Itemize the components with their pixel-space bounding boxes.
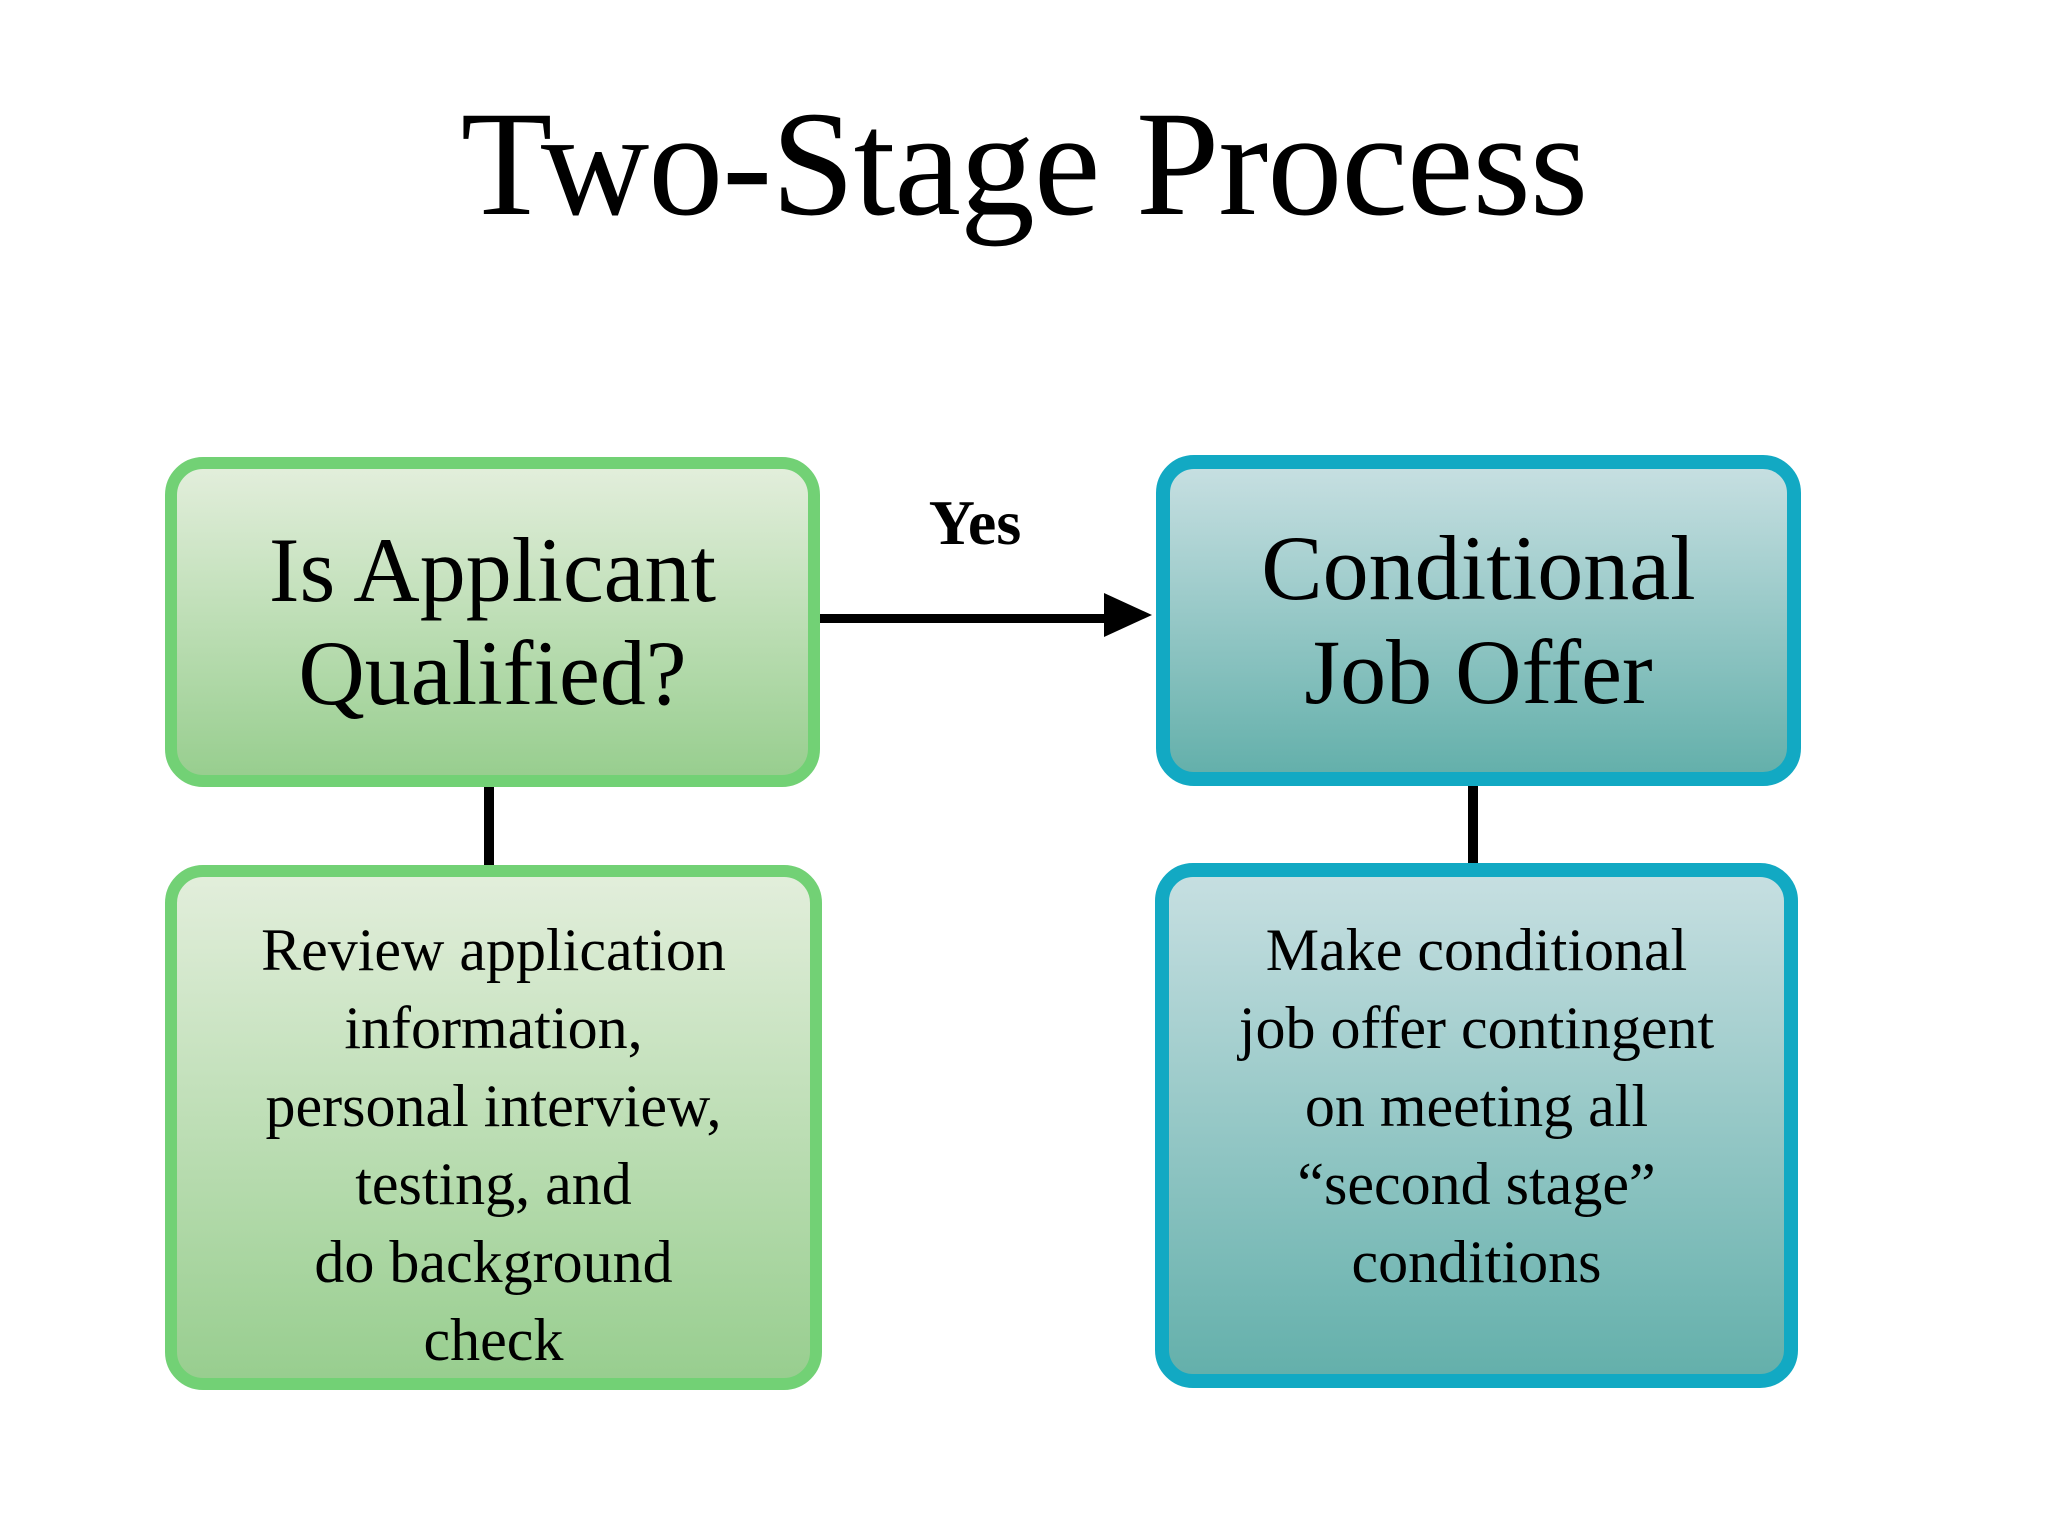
conditional-offer-box-line-1: Conditional [1261, 517, 1696, 620]
conditional-offer-box-line-2: Job Offer [1304, 620, 1653, 723]
yes-arrow-label: Yes [928, 487, 1022, 558]
review-details-line-6: check [423, 1307, 564, 1373]
review-details-line-5: do background [314, 1229, 673, 1295]
review-details-line-1: Review application [261, 917, 726, 983]
conditions-details-box: Make conditional job offer contingent on… [1155, 863, 1798, 1388]
conditional-offer-box: Conditional Job Offer [1156, 455, 1801, 786]
qualified-box-line-1: Is Applicant [268, 518, 717, 621]
conditions-details-line-1: Make conditional [1265, 917, 1688, 983]
qualified-to-review-connector [484, 787, 494, 865]
yes-arrow-shaft [820, 614, 1108, 623]
qualified-box: Is Applicant Qualified? [165, 457, 820, 787]
conditions-details-line-4: “second stage” [1297, 1151, 1656, 1217]
yes-arrow-head [1104, 593, 1152, 637]
slide-title: Two-Stage Process [460, 81, 1588, 247]
review-details-line-3: personal interview, [265, 1073, 722, 1139]
review-details-line-4: testing, and [355, 1151, 632, 1217]
conditions-details-line-2: job offer contingent [1238, 995, 1715, 1061]
review-details-box: Review application information, personal… [165, 865, 822, 1390]
qualified-box-line-2: Qualified? [298, 622, 687, 724]
conditions-details-line-5: conditions [1351, 1229, 1602, 1295]
review-details-line-2: information, [344, 995, 643, 1061]
conditions-details-line-3: on meeting all [1304, 1073, 1649, 1139]
offer-to-conditions-connector [1468, 786, 1478, 863]
